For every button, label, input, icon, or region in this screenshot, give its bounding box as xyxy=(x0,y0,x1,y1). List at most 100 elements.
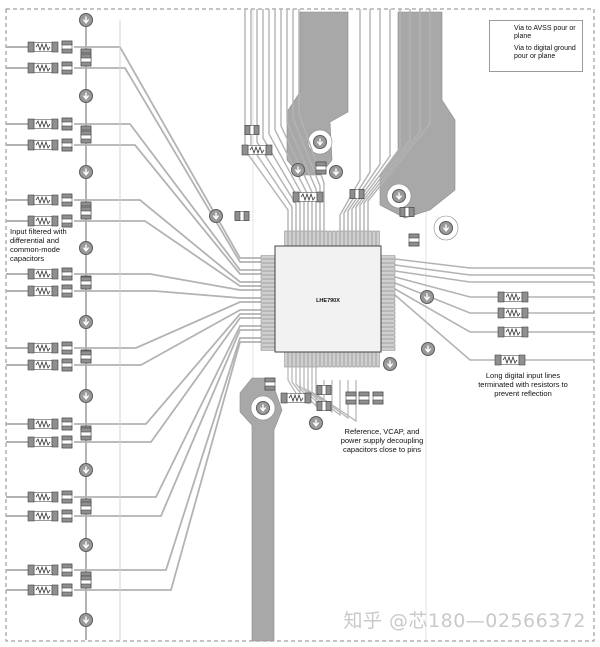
input-filter-annotation: Input filtered with differential and com… xyxy=(10,227,67,263)
copper-pours xyxy=(239,11,456,642)
chip-pin xyxy=(260,267,276,271)
chip-pin xyxy=(284,230,288,247)
chip-pin xyxy=(380,303,396,307)
decoupling-resistor xyxy=(241,144,273,156)
input-resistor xyxy=(27,41,59,53)
chip-pin xyxy=(372,351,376,368)
routed-trace xyxy=(280,9,313,231)
chip-pin xyxy=(312,230,316,247)
chip-pin xyxy=(296,351,300,368)
via-icon xyxy=(78,164,94,180)
via-icon xyxy=(382,356,398,372)
chip-pin xyxy=(380,283,396,287)
chip-pin xyxy=(332,351,336,368)
chip-pin xyxy=(380,307,396,311)
routed-trace xyxy=(287,367,301,403)
via-icon xyxy=(208,208,224,224)
routed-trace xyxy=(298,9,325,231)
chip-pin xyxy=(372,230,376,247)
chip-pin xyxy=(348,230,352,247)
termination-resistor xyxy=(497,291,529,303)
pour-vias xyxy=(250,129,459,421)
chip-pin xyxy=(260,307,276,311)
filter-capacitor xyxy=(61,267,73,281)
chip-pin xyxy=(360,351,364,368)
chip-pin xyxy=(260,315,276,319)
via-icon xyxy=(78,88,94,104)
routed-trace xyxy=(74,317,261,443)
chip-pin xyxy=(296,230,300,247)
chip-pin xyxy=(288,230,292,247)
chip-pin xyxy=(380,255,396,259)
routed-trace xyxy=(250,9,293,231)
common-mode-capacitor xyxy=(80,206,92,220)
chip-pin xyxy=(340,351,344,368)
chip-pin xyxy=(380,271,396,275)
input-resistor xyxy=(27,215,59,227)
decoupling-capacitor xyxy=(358,391,370,405)
filter-capacitor xyxy=(61,341,73,355)
chip-pin xyxy=(364,351,368,368)
input-resistor xyxy=(27,359,59,371)
chip-pin xyxy=(380,299,396,303)
chip-pin xyxy=(380,279,396,283)
ic-chip: LHE790X xyxy=(260,230,396,368)
chip-pin xyxy=(328,351,332,368)
input-resistor xyxy=(27,139,59,151)
via-icon xyxy=(78,314,94,330)
chip-pin xyxy=(356,351,360,368)
chip-pin xyxy=(344,351,348,368)
chip-pin xyxy=(380,335,396,339)
chip-pin xyxy=(328,230,332,247)
decoupling-capacitor xyxy=(372,391,384,405)
termination-resistor xyxy=(494,354,526,366)
input-resistor xyxy=(27,510,59,522)
input-resistor xyxy=(27,342,59,354)
common-mode-capacitor xyxy=(80,427,92,441)
chip-pin xyxy=(356,230,360,247)
routed-trace xyxy=(74,220,261,287)
chip-pin xyxy=(380,315,396,319)
chip-pin xyxy=(288,351,292,368)
legend: Via to AVSS pour or plane Via to digital… xyxy=(489,20,583,72)
chip-pin xyxy=(308,351,312,368)
chip-pin xyxy=(320,351,324,368)
routed-trace xyxy=(74,301,261,349)
routed-trace xyxy=(367,9,431,231)
chip-pin xyxy=(304,230,308,247)
chip-pin xyxy=(364,230,368,247)
chip-pin xyxy=(260,255,276,259)
input-resistor xyxy=(27,118,59,130)
routed-trace xyxy=(351,9,391,231)
decoupling-resistor xyxy=(292,191,324,203)
termination-resistor xyxy=(497,326,529,338)
chip-pin xyxy=(352,351,356,368)
via-icon xyxy=(420,341,436,357)
routed-trace xyxy=(74,313,261,425)
filter-capacitor xyxy=(61,509,73,523)
via-icon xyxy=(290,162,306,178)
chip-pin xyxy=(380,291,396,295)
filter-capacitor xyxy=(61,490,73,504)
legend-dgnd-text: Via to digital ground pour or plane xyxy=(514,45,576,60)
digital-lines-annotation: Long digital input lines terminated with… xyxy=(478,371,568,398)
input-resistor xyxy=(27,62,59,74)
routed-trace xyxy=(74,325,261,498)
common-mode-capacitor xyxy=(80,350,92,364)
routed-trace xyxy=(74,290,261,299)
chip-pin xyxy=(380,347,396,351)
routed-trace xyxy=(74,341,261,591)
chip-pin xyxy=(336,351,340,368)
via-icon xyxy=(328,164,344,180)
input-resistor xyxy=(27,194,59,206)
chip-pin xyxy=(260,331,276,335)
decoupling-capacitor xyxy=(399,207,415,217)
via-icon xyxy=(78,612,94,628)
digital-trace xyxy=(394,264,594,276)
input-resistor xyxy=(27,268,59,280)
routed-trace xyxy=(74,273,261,291)
filter-capacitor xyxy=(61,40,73,54)
routed-trace xyxy=(274,9,309,231)
routed-trace xyxy=(286,9,317,231)
input-resistor xyxy=(27,584,59,596)
